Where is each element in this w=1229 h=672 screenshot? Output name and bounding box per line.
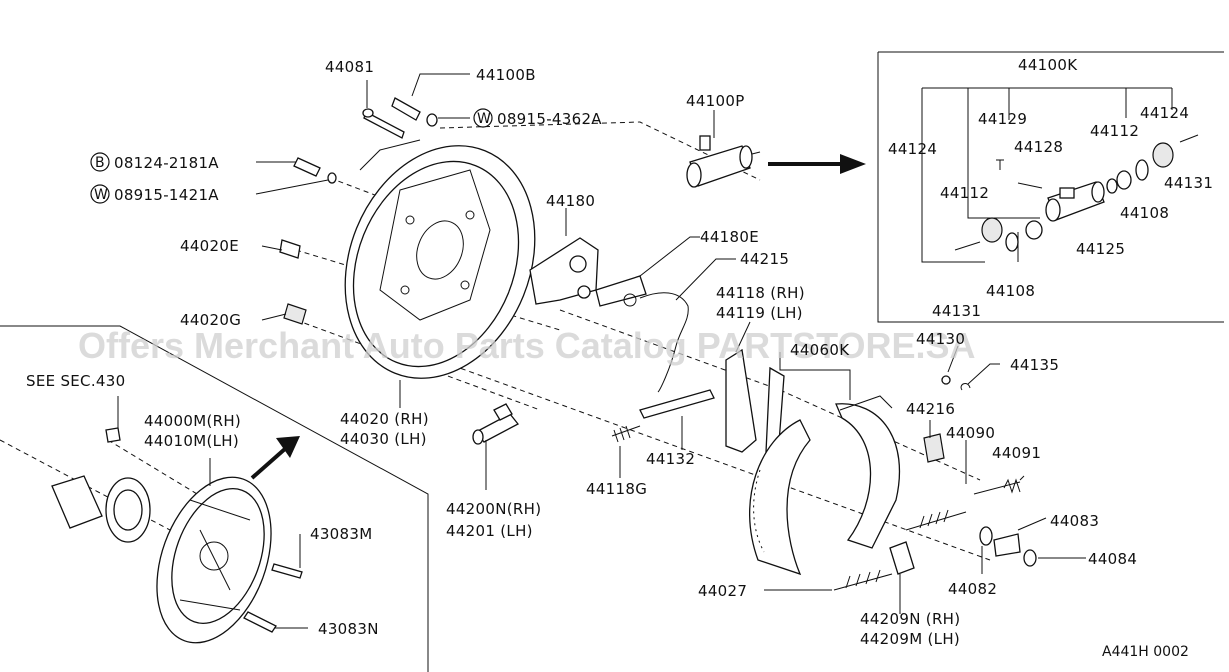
- label-44108-left: 44108: [986, 282, 1035, 300]
- pin-bolt-icon: [472, 403, 519, 445]
- label-44000M-rh: 44000M(RH): [144, 412, 241, 430]
- label-44131-right: 44131: [1164, 174, 1213, 192]
- label-44180: 44180: [546, 192, 595, 210]
- label-44010M-lh: 44010M(LH): [144, 432, 239, 450]
- label-44216: 44216: [906, 400, 955, 418]
- label-44081: 44081: [325, 58, 374, 76]
- lever-bracket-icon: [529, 237, 647, 307]
- label-43083M: 43083M: [310, 525, 372, 543]
- backing-plate-icon: [344, 139, 536, 379]
- label-see-sec-430: SEE SEC.430: [26, 372, 125, 390]
- label-44100K: 44100K: [1018, 56, 1078, 74]
- label-44124-right: 44124: [1140, 104, 1189, 122]
- prefix-washer-1: W: [477, 111, 491, 127]
- label-44124-left: 44124: [888, 140, 937, 158]
- top-fasteners: [279, 97, 438, 325]
- label-44131-left: 44131: [932, 302, 981, 320]
- label-44100B: 44100B: [476, 66, 536, 84]
- label-44128: 44128: [1014, 138, 1063, 156]
- label-44112-right: 44112: [1090, 122, 1139, 140]
- label-44135: 44135: [1010, 356, 1059, 374]
- label-44027: 44027: [698, 582, 747, 600]
- hardware-small-parts: [833, 375, 1037, 591]
- label-44030-lh: 44030 (LH): [340, 430, 427, 448]
- label-08915-4362A: 08915-4362A: [497, 110, 602, 128]
- label-44119-lh: 44119 (LH): [716, 304, 803, 322]
- label-44215: 44215: [740, 250, 789, 268]
- label-43083N: 43083N: [318, 620, 379, 638]
- label-44060K: 44060K: [790, 341, 850, 359]
- watermark-text: Offers Merchant Auto Parts Catalog PARTS…: [78, 325, 975, 366]
- label-44090: 44090: [946, 424, 995, 442]
- label-44200N-rh: 44200N(RH): [446, 500, 541, 518]
- label-08124-2181A: 08124-2181A: [114, 154, 219, 172]
- label-44083: 44083: [1050, 512, 1099, 530]
- kit-inset: [877, 51, 1224, 323]
- prefix-washer-2: W: [94, 187, 108, 203]
- label-44020E: 44020E: [180, 237, 239, 255]
- arrow-to-kit-icon: [768, 154, 866, 174]
- wheel-cylinder-kit-icon: [954, 134, 1199, 252]
- label-44112-left: 44112: [940, 184, 989, 202]
- return-spring-icon: [639, 292, 689, 393]
- label-08915-1421A: 08915-1421A: [114, 186, 219, 204]
- label-leaders: [117, 73, 1086, 629]
- label-44130: 44130: [916, 330, 965, 348]
- adjuster-strut-icon: [611, 389, 715, 443]
- label-44201-lh: 44201 (LH): [446, 522, 533, 540]
- label-44084: 44084: [1088, 550, 1137, 568]
- label-44129: 44129: [978, 110, 1027, 128]
- label-44209M-lh: 44209M (LH): [860, 630, 960, 648]
- label-44100P: 44100P: [686, 92, 745, 110]
- assembly-inset: [0, 325, 429, 672]
- figure-code: A441H 0002: [1102, 644, 1189, 660]
- label-44020-rh: 44020 (RH): [340, 410, 429, 428]
- bolt-symbol-icon: B: [90, 152, 110, 172]
- assembly-arrow-icon: [250, 436, 300, 480]
- washer-symbol-icon: W: [473, 108, 493, 128]
- brake-shoes-icon: [749, 395, 901, 576]
- label-44108-right: 44108: [1120, 204, 1169, 222]
- label-44118G: 44118G: [586, 480, 647, 498]
- label-44132: 44132: [646, 450, 695, 468]
- label-44180E: 44180E: [700, 228, 759, 246]
- label-44118-rh: 44118 (RH): [716, 284, 805, 302]
- label-44125: 44125: [1076, 240, 1125, 258]
- washer-symbol-icon-2: W: [90, 184, 110, 204]
- prefix-bolt: B: [95, 155, 105, 171]
- label-44020G: 44020G: [180, 311, 241, 329]
- label-44082: 44082: [948, 580, 997, 598]
- label-44091: 44091: [992, 444, 1041, 462]
- label-44209N-rh: 44209N (RH): [860, 610, 960, 628]
- wheel-cylinder-icon: [686, 135, 761, 188]
